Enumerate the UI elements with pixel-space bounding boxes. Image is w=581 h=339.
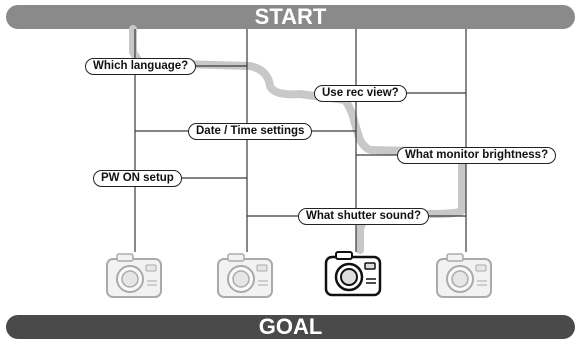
question-monitor-brightness: What monitor brightness? [397,147,557,164]
highlighted-path [129,25,466,254]
camera-icon [217,253,273,298]
start-banner: START [6,5,575,29]
camera-icon [436,253,492,298]
question-language: Which language? [85,58,197,75]
question-date-time: Date / Time settings [188,123,313,140]
camera-icon [106,253,162,298]
question-rec-view: Use rec view? [314,85,407,102]
question-shutter-sound: What shutter sound? [298,208,429,225]
goal-banner: GOAL [6,315,575,339]
question-pw-on-setup: PW ON setup [93,170,182,187]
camera-icon-selected [324,251,382,297]
